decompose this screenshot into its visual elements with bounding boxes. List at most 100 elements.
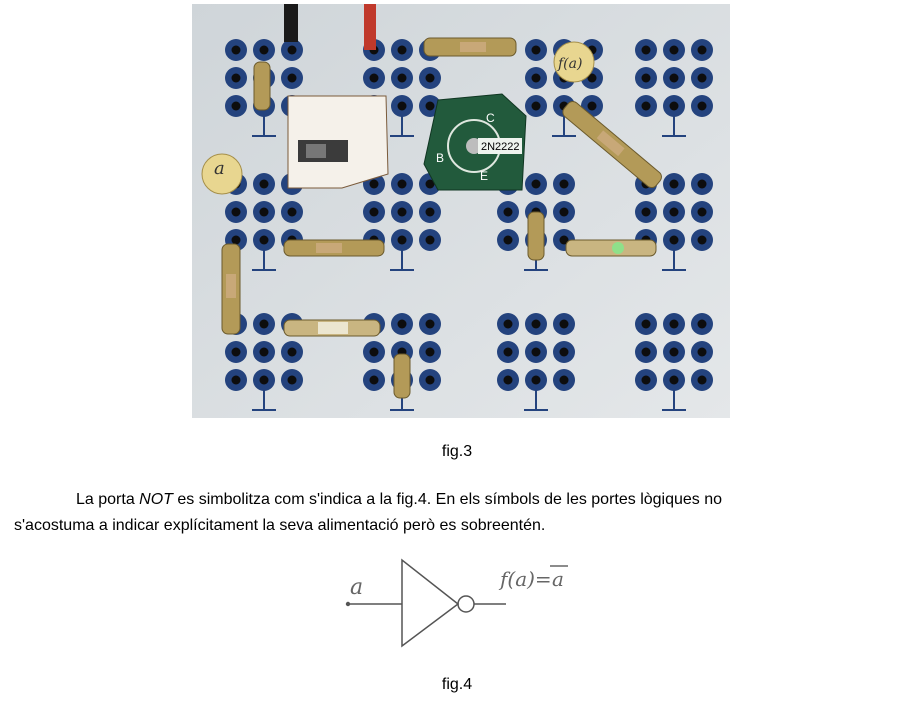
socket-hole — [369, 375, 379, 385]
socket-hole — [287, 73, 297, 83]
socket-hole — [231, 45, 241, 55]
socket-hole — [397, 45, 407, 55]
not-gate-triangle — [401, 558, 460, 648]
pin-b-label: B — [436, 151, 444, 165]
output-label: f(a)= — [498, 567, 552, 591]
socket-hole — [287, 45, 297, 55]
socket-hole — [287, 375, 297, 385]
socket-hole — [369, 73, 379, 83]
socket-hole — [697, 101, 707, 111]
socket-hole — [559, 179, 569, 189]
socket-hole — [531, 375, 541, 385]
para-text-line2: s'acostuma a indicar explícitament la se… — [14, 517, 546, 534]
socket-hole — [503, 347, 513, 357]
socket-hole — [259, 375, 269, 385]
socket-hole — [231, 235, 241, 245]
socket-hole — [259, 207, 269, 217]
para-emphasis-not: NOT — [139, 491, 173, 508]
input-tag: a — [214, 158, 225, 179]
socket-hole — [425, 375, 435, 385]
socket-hole — [503, 375, 513, 385]
socket-hole — [231, 73, 241, 83]
socket-hole — [669, 319, 679, 329]
socket-hole — [287, 207, 297, 217]
socket-hole — [397, 179, 407, 189]
socket-hole — [697, 375, 707, 385]
socket-hole — [669, 347, 679, 357]
socket-hole — [425, 179, 435, 189]
socket-hole — [397, 235, 407, 245]
not-gate-diagram: a f(a)= a — [345, 558, 568, 648]
pin-e-label: E — [480, 169, 488, 183]
socket-hole — [397, 73, 407, 83]
socket-hole — [369, 207, 379, 217]
socket-hole — [425, 235, 435, 245]
socket-hole — [669, 45, 679, 55]
socket-hole — [587, 101, 597, 111]
socket-hole — [397, 207, 407, 217]
socket-hole — [641, 73, 651, 83]
socket-hole — [641, 207, 651, 217]
socket-hole — [641, 375, 651, 385]
socket-hole — [287, 347, 297, 357]
socket-hole — [559, 319, 569, 329]
socket-hole — [231, 375, 241, 385]
socket-hole — [559, 375, 569, 385]
socket-hole — [669, 235, 679, 245]
socket-hole — [231, 207, 241, 217]
circuit-photo: 2N2222 C B E a f(a) — [192, 4, 730, 418]
socket-hole — [669, 375, 679, 385]
socket-hole — [503, 235, 513, 245]
socket-hole — [559, 207, 569, 217]
socket-hole — [425, 73, 435, 83]
socket-hole — [503, 207, 513, 217]
socket-hole — [231, 347, 241, 357]
socket-hole — [641, 101, 651, 111]
socket-hole — [259, 179, 269, 189]
socket-hole — [669, 207, 679, 217]
socket-hole — [259, 347, 269, 357]
socket-hole — [697, 207, 707, 217]
socket-hole — [641, 45, 651, 55]
socket-hole — [231, 101, 241, 111]
pin-c-label: C — [486, 111, 495, 125]
output-negated-a: a — [552, 567, 564, 591]
socket-hole — [641, 347, 651, 357]
socket-hole — [697, 235, 707, 245]
socket-hole — [425, 347, 435, 357]
para-text-line1: es simbolitza com s'indica a la fig.4. E… — [172, 491, 723, 508]
socket-hole — [531, 319, 541, 329]
socket-hole — [641, 319, 651, 329]
socket-hole — [531, 347, 541, 357]
socket-hole — [531, 101, 541, 111]
socket-hole — [369, 179, 379, 189]
socket-hole — [531, 179, 541, 189]
socket-hole — [531, 73, 541, 83]
socket-hole — [503, 319, 513, 329]
socket-hole — [425, 207, 435, 217]
transistor-label: 2N2222 — [481, 141, 520, 153]
socket-hole — [559, 235, 569, 245]
para-text-before: La porta — [76, 491, 140, 508]
socket-hole — [697, 319, 707, 329]
socket-hole — [369, 347, 379, 357]
socket-hole — [259, 235, 269, 245]
socket-hole — [697, 73, 707, 83]
socket-hole — [259, 319, 269, 329]
input-dot — [345, 601, 351, 607]
socket-hole — [697, 347, 707, 357]
socket-hole — [669, 101, 679, 111]
body-paragraph: La porta NOT es simbolitza com s'indica … — [14, 487, 906, 539]
socket-hole — [697, 179, 707, 189]
fig3-caption: fig.3 — [441, 443, 473, 460]
socket-hole — [259, 45, 269, 55]
socket-hole — [697, 45, 707, 55]
socket-hole — [669, 73, 679, 83]
socket-hole — [397, 101, 407, 111]
socket-hole — [425, 319, 435, 329]
socket-hole — [669, 179, 679, 189]
input-label: a — [350, 575, 363, 600]
output-tag: f(a) — [557, 56, 582, 72]
not-gate-bubble — [457, 595, 475, 613]
fig4-caption: fig.4 — [441, 676, 473, 693]
